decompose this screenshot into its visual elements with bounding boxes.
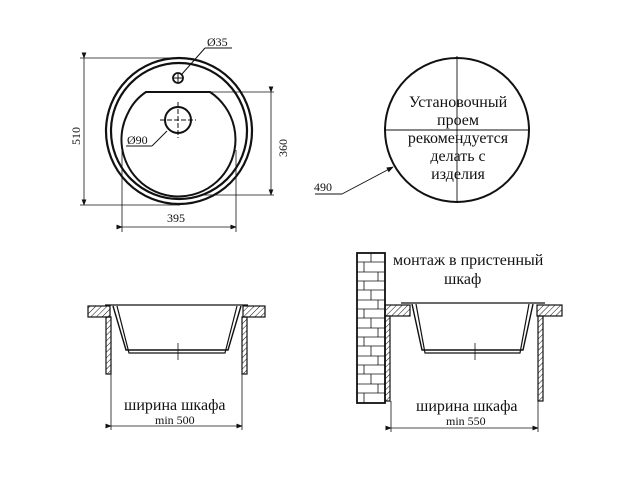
cutout-note-line: изделия <box>431 166 485 183</box>
bowl-depth-dimension: 360 <box>276 139 290 157</box>
cabinet-width-label-2: ширина шкафа <box>416 398 518 415</box>
bowl-width-dimension: 395 <box>167 211 185 225</box>
cutout-note-line: Установочный <box>408 94 508 111</box>
cutout-diameter-dimension: 490 <box>314 180 332 194</box>
wall-mount-title: монтаж в пристенный <box>393 252 544 269</box>
cutout-view <box>315 56 530 203</box>
cutout-note: Установочный проем рекомендуется делать … <box>386 94 530 184</box>
tap-hole-dimension: Ø35 <box>207 35 228 49</box>
height-dimension: 510 <box>69 127 83 145</box>
drain-dimension: Ø90 <box>127 133 148 147</box>
min-width-label: min 500 <box>155 413 195 427</box>
wall-mount-title-2: шкаф <box>444 271 482 288</box>
cutout-note-line: делать с <box>430 148 486 165</box>
section-freestanding <box>87 304 266 430</box>
section-wall <box>356 252 563 432</box>
min-width-label-2: min 550 <box>446 414 486 428</box>
cutout-note-line: проем <box>437 112 479 129</box>
top-view <box>80 47 274 232</box>
cabinet-width-label: ширина шкафа <box>124 397 226 414</box>
cutout-note-line: рекомендуется <box>407 130 509 147</box>
